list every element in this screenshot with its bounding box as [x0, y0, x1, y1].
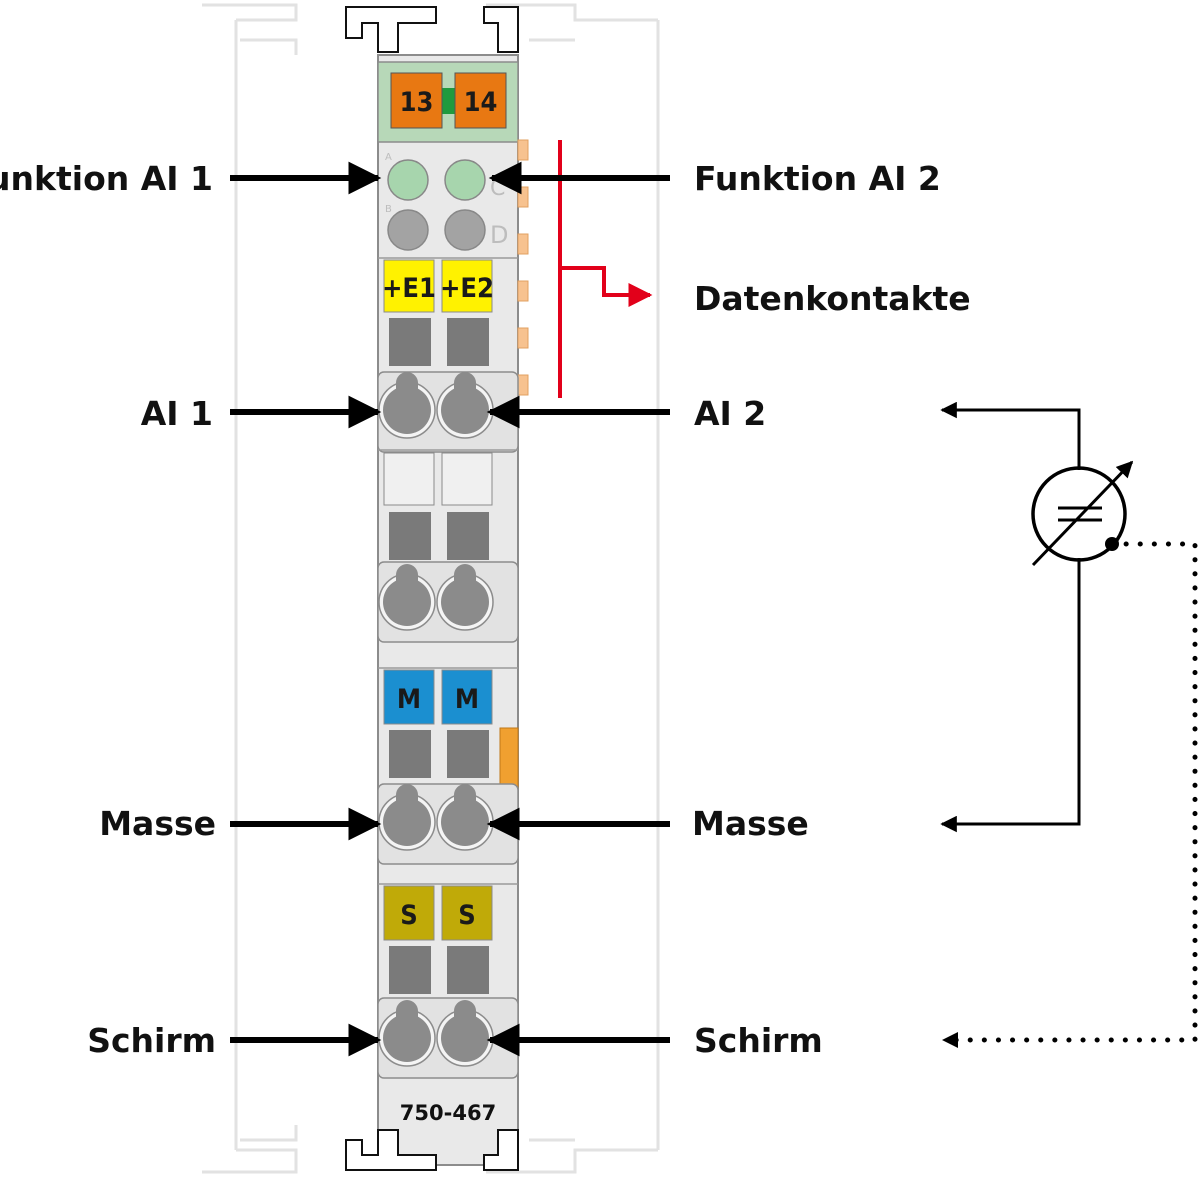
callout-arrows [230, 161, 670, 1057]
push-button-6[interactable] [447, 730, 489, 778]
tag-blank-1 [383, 452, 435, 506]
tag-e1 [383, 259, 435, 313]
led-a [387, 159, 429, 201]
tag-m2 [441, 669, 493, 725]
tag-m1 [383, 669, 435, 725]
push-button-3[interactable] [389, 512, 431, 560]
marker-13 [390, 72, 443, 129]
tag-m1-label: M [397, 684, 421, 715]
tag-blank-2 [441, 452, 493, 506]
tag-s1-label: S [400, 900, 418, 931]
tag-e2 [441, 259, 493, 313]
tag-e1-label: +E1 [382, 273, 436, 304]
tag-s1 [383, 885, 435, 941]
led-b [387, 209, 429, 251]
tag-s2 [441, 885, 493, 941]
led-c [444, 159, 486, 201]
clamp-blank-2[interactable] [436, 564, 494, 631]
variable-arrow-icon [1031, 460, 1134, 567]
data-contacts [517, 139, 529, 396]
push-button-5[interactable] [389, 730, 431, 778]
marker-14-label: 14 [464, 87, 498, 118]
push-button-2[interactable] [447, 318, 489, 366]
marker-14 [454, 72, 507, 129]
clamp-schirm-2[interactable] [436, 1000, 494, 1067]
datenkontakte-bracket [558, 140, 653, 398]
led-d [444, 209, 486, 251]
clamp-schirm-1[interactable] [378, 1000, 436, 1067]
terminal-module: 13 14 A C B D +E1 +E2 [345, 6, 529, 1171]
label-ai1: AI 1 [141, 394, 213, 433]
label-funktion-ai1: Funktion AI 1 [0, 159, 213, 198]
label-ai2: AI 2 [694, 394, 766, 433]
tag-e2-label: +E2 [440, 273, 494, 304]
tag-s2-label: S [458, 900, 476, 931]
tag-m2-label: M [455, 684, 479, 715]
shield-node [1105, 537, 1119, 551]
push-button-7[interactable] [389, 946, 431, 994]
clamp-ai2[interactable] [436, 372, 494, 439]
neighbour-module-outlines [202, 3, 660, 1174]
led-letter-b: B [385, 204, 392, 215]
label-schirm-right: Schirm [694, 1021, 823, 1060]
clamp-blank-1[interactable] [378, 564, 436, 631]
shield-wire-dotted [942, 541, 1198, 1043]
clamp-masse-1[interactable] [378, 784, 436, 851]
clamp-ai1[interactable] [378, 372, 436, 439]
label-datenkontakte: Datenkontakte [694, 279, 971, 318]
label-masse-right: Masse [692, 804, 809, 843]
push-button-4[interactable] [447, 512, 489, 560]
sensor-circuit [940, 401, 1198, 1048]
sensor-symbol-icon [1031, 466, 1127, 562]
led-letter-a: A [385, 152, 392, 163]
push-button-1[interactable] [389, 318, 431, 366]
label-masse-left: Masse [99, 804, 216, 843]
sensor-wire-top [940, 401, 1081, 470]
model-number: 750-467 [400, 1101, 496, 1125]
clamp-masse-2[interactable] [436, 784, 494, 851]
marker-13-label: 13 [400, 87, 434, 118]
label-funktion-ai2: Funktion AI 2 [694, 159, 941, 198]
push-button-8[interactable] [447, 946, 489, 994]
label-schirm-left: Schirm [87, 1021, 216, 1060]
led-letter-d: D [490, 221, 508, 249]
sensor-wire-bottom [940, 558, 1081, 833]
